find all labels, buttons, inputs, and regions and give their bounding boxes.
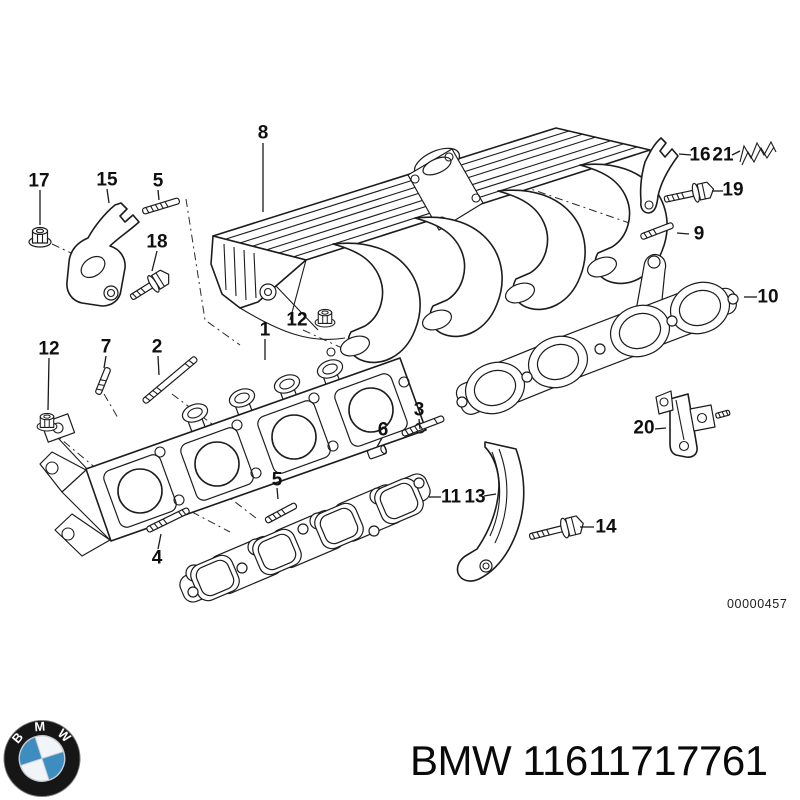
part-15-bracket (66, 202, 140, 307)
plenum-endcap-ribs (223, 243, 257, 301)
part-19-bolt (663, 181, 715, 203)
footer: B M W BMW 11611717761 (0, 712, 800, 800)
part-5-stud-lower (264, 502, 298, 524)
part-18-bolt (129, 269, 170, 301)
part-21-clip (739, 140, 777, 166)
part-1-lower-manifold (39, 357, 427, 557)
part-11-gasket (179, 473, 431, 603)
exploded-parts-diagram: 00000457 (28, 127, 787, 611)
gasket-lobes (185, 477, 424, 602)
part-2-stud (142, 356, 198, 404)
manifold-stubs (181, 359, 344, 439)
part-4-stud (146, 507, 190, 533)
part-16-bracket (639, 137, 679, 214)
part-number-line: BMW 11611717761 (410, 740, 768, 782)
bmw-roundel-logo: B M W (3, 719, 81, 798)
part-6-sleeve (366, 444, 388, 460)
part-13-bracket (456, 441, 525, 582)
image-id-watermark: 00000457 (727, 597, 787, 611)
part-9-stud (640, 222, 674, 240)
part-12-nut-upper (314, 308, 336, 328)
roundel-quadrants (18, 735, 66, 782)
part-17-nut (28, 226, 52, 248)
part-12-nut-lower (36, 412, 58, 432)
brand-name: BMW (410, 737, 512, 784)
part-20-bracket (655, 390, 731, 458)
part-5-stud-upper (141, 197, 181, 215)
part-14-bolt (528, 515, 584, 540)
leader-lines (39, 143, 757, 550)
part-number: 11611717761 (522, 737, 768, 784)
throttle-flange (407, 147, 484, 231)
svg-text:M: M (34, 719, 46, 734)
part-10-gasket (455, 253, 739, 415)
part-7-stud (95, 367, 111, 395)
